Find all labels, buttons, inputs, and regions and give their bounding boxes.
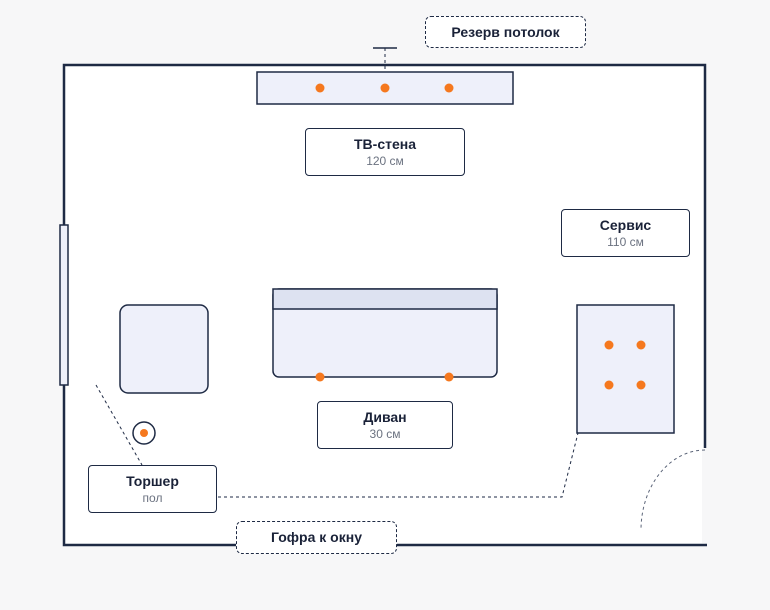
outlet-dot (604, 380, 614, 390)
outlet-dot (140, 429, 148, 437)
door-swing-arc (640, 449, 706, 531)
floor-lamp-height: пол (142, 491, 163, 505)
sofa-label: Диван 30 см (317, 401, 453, 449)
floor-lamp-title: Торшер (126, 473, 179, 489)
service-cabinet (576, 304, 675, 434)
outlet-dot (315, 372, 325, 382)
tv-wall-height: 120 см (366, 154, 404, 168)
outlet-dot (380, 83, 390, 93)
outlet-dot (636, 380, 646, 390)
armchair (119, 304, 209, 394)
floor-lamp-label: Торшер пол (88, 465, 217, 513)
service-height: 110 см (607, 235, 644, 249)
conduit-route (218, 432, 579, 498)
sofa-height: 30 см (369, 427, 401, 441)
outlet-dot (315, 83, 325, 93)
ceiling-reserve-callout: Резерв потолок (425, 16, 586, 48)
service-title: Сервис (599, 217, 652, 233)
outlet-dot (636, 340, 646, 350)
window (59, 224, 69, 386)
sofa-title: Диван (363, 409, 407, 425)
service-label: Сервис 110 см (561, 209, 690, 257)
outlet-dot (604, 340, 614, 350)
window-conduit-callout: Гофра к окну (236, 521, 397, 554)
tv-wall-title: ТВ-стена (354, 136, 416, 152)
outlet-dot (444, 372, 454, 382)
outlet-dot (444, 83, 454, 93)
tv-wall-label: ТВ-стена 120 см (305, 128, 465, 176)
door-gap (702, 450, 710, 543)
sofa-back (272, 288, 498, 310)
